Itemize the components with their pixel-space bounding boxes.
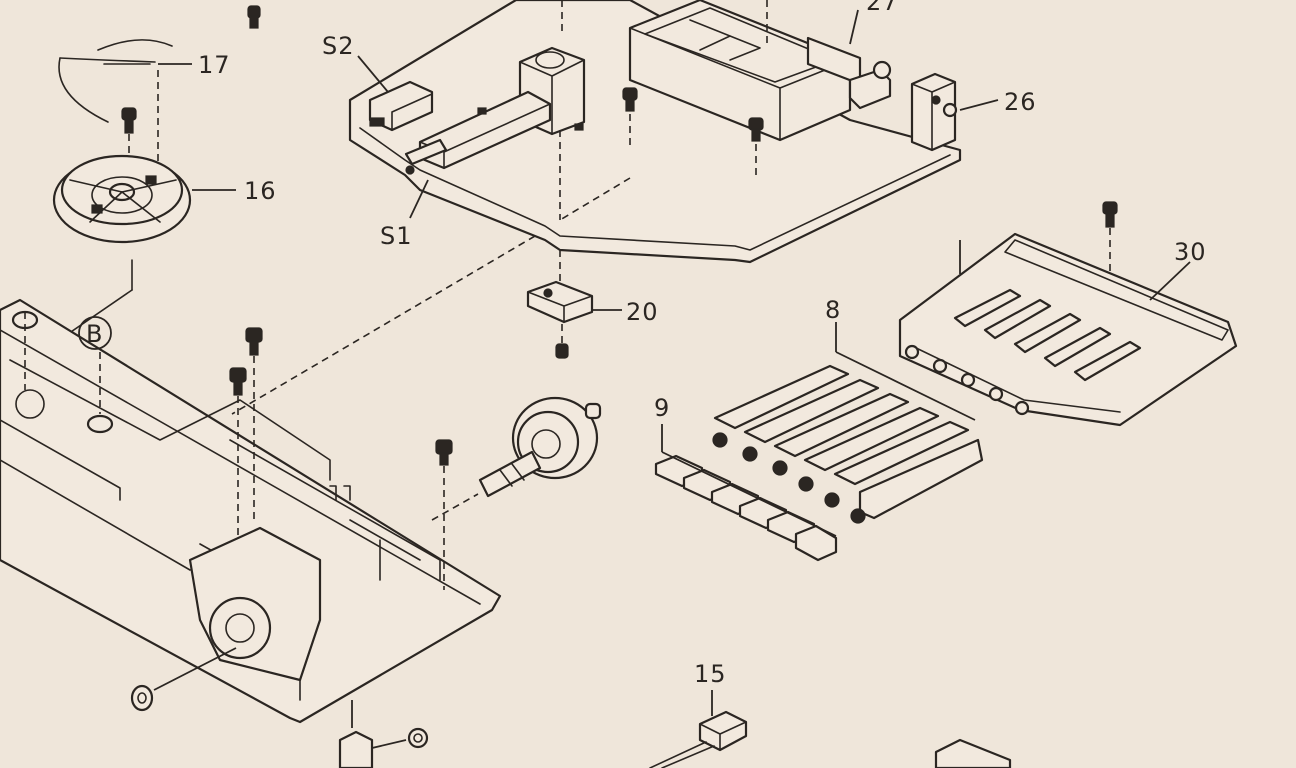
callout-s1: S1 — [380, 222, 413, 250]
callout-27: 27 — [866, 0, 899, 16]
screw-board-right — [748, 117, 764, 142]
callout-17: 17 — [198, 51, 231, 79]
bottom-right-part — [934, 738, 1012, 768]
screw-20 — [555, 343, 569, 359]
motor-block — [418, 46, 586, 170]
main-chassis — [0, 298, 502, 724]
callout-15: 15 — [694, 660, 727, 688]
part-20-bracket — [526, 280, 594, 324]
knob-assembly — [478, 396, 602, 498]
part-30-terminal-board — [898, 232, 1238, 427]
callout-s2: S2 — [322, 32, 355, 60]
part-15-connector — [649, 710, 748, 768]
callout-16: 16 — [244, 177, 277, 205]
callout-30: 30 — [1174, 238, 1207, 266]
switch-26 — [910, 72, 958, 152]
bottom-clip — [338, 730, 374, 768]
upper-circuit-board — [348, 0, 962, 264]
part-8-slide-bars — [712, 364, 984, 524]
screw-top-left — [247, 5, 261, 29]
screw-chassis-1 — [245, 327, 263, 356]
switch-s2 — [368, 80, 434, 132]
nut — [130, 684, 154, 712]
callout-b-ring — [78, 316, 112, 350]
callout-b: B — [86, 320, 103, 348]
bottom-screw — [407, 727, 429, 749]
callout-26: 26 — [1004, 88, 1037, 116]
screw-board-left — [622, 87, 638, 112]
part-9-key-caps — [654, 454, 838, 562]
callout-9: 9 — [654, 394, 670, 422]
terminal-dots — [904, 344, 1030, 416]
callout-20: 20 — [626, 298, 659, 326]
screw-chassis-2 — [229, 367, 247, 396]
box-housing — [628, 0, 852, 142]
part-16-reel-wheel — [52, 154, 192, 244]
terminal-clips — [953, 288, 1142, 382]
screw-30 — [1102, 201, 1118, 228]
switch-s1 — [404, 138, 448, 175]
screw-16 — [121, 107, 137, 134]
screw-chassis-3 — [435, 439, 453, 466]
callout-8: 8 — [825, 296, 841, 324]
connector-27 — [806, 36, 892, 110]
part-17-spring-clip — [58, 39, 192, 123]
